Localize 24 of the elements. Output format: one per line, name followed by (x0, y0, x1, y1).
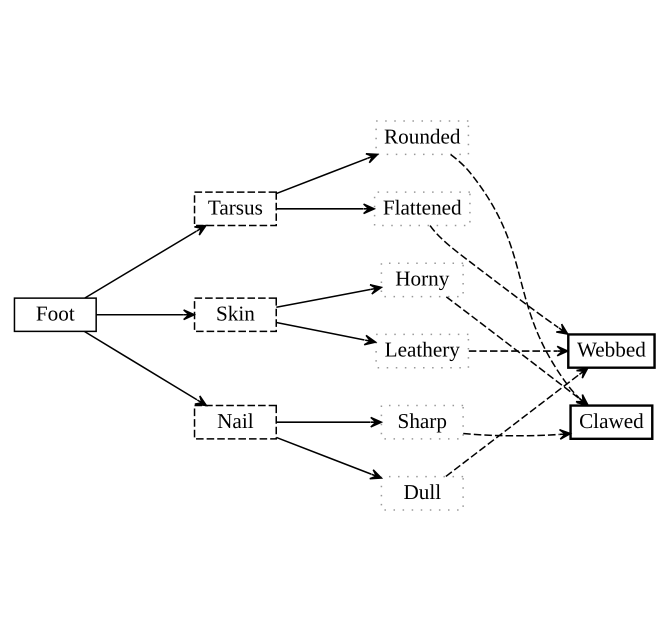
arrow (429, 224, 568, 334)
arrow (276, 202, 375, 214)
arrow (84, 330, 208, 406)
node-box: Clawed (569, 404, 654, 440)
arrow (276, 283, 382, 308)
node-box: Horny (380, 262, 464, 297)
arrow (276, 321, 376, 345)
node-box: Flattened (374, 190, 471, 226)
node-box: Sharp (380, 404, 464, 440)
arrow (276, 436, 382, 479)
node-box: Rounded (375, 120, 470, 155)
arrow (96, 308, 196, 320)
node-box: Nail (194, 404, 277, 440)
node-box: Leathery (375, 333, 470, 368)
node-box: Dull (380, 475, 464, 510)
node-box: Foot (14, 296, 97, 332)
arrow (468, 345, 569, 356)
arrow (276, 152, 378, 194)
node-box: Tarsus (194, 190, 277, 226)
arrow (276, 416, 382, 428)
node-box: Skin (194, 296, 277, 332)
arrow (463, 428, 572, 440)
node-box: Webbed (567, 332, 656, 368)
arrow (84, 224, 207, 298)
